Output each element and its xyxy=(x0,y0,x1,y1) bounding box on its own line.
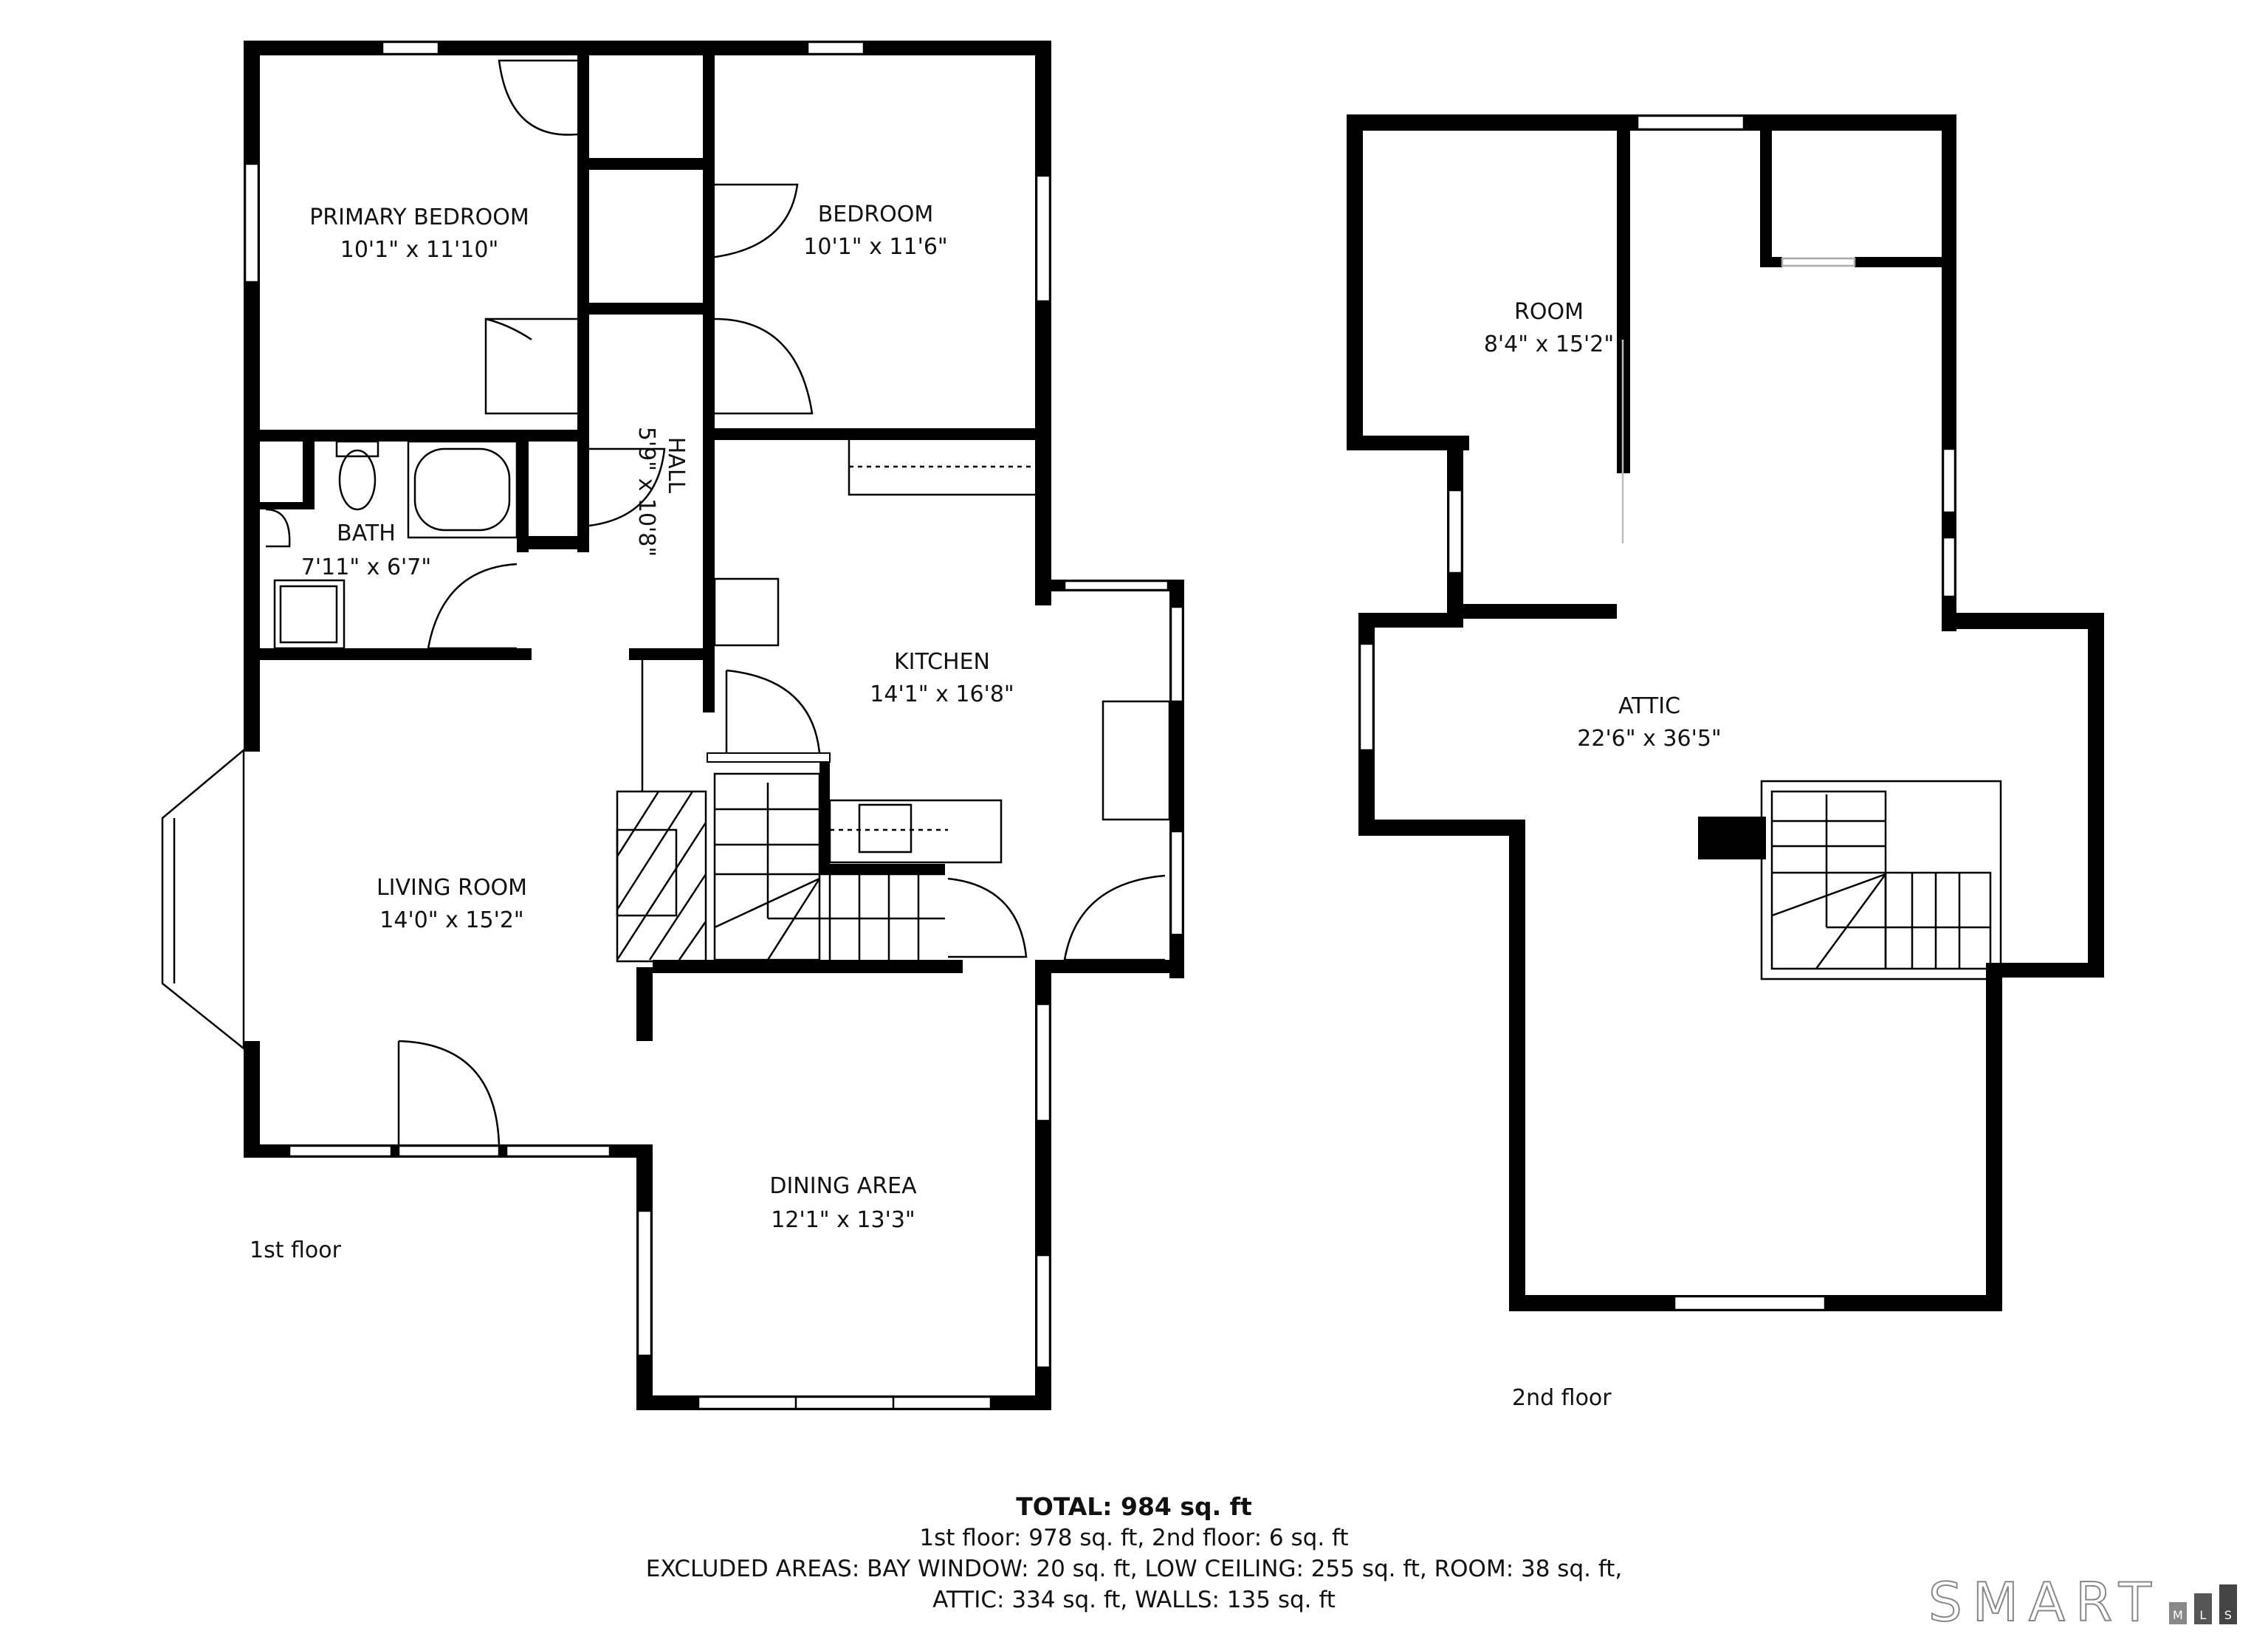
total-area: TOTAL: 984 sq. ft xyxy=(1016,1492,1252,1521)
logo-box-l: L xyxy=(2193,1593,2212,1624)
floor-label-1st: 1st floor xyxy=(250,1237,341,1263)
excluded-areas-line-1: EXCLUDED AREAS: BAY WINDOW: 20 sq. ft, L… xyxy=(645,1556,1623,1582)
room-name-attic: ATTIC xyxy=(1618,693,1680,719)
room-dims-primary-bedroom: 10'1" x 11'10" xyxy=(340,237,499,263)
room-name-room: ROOM xyxy=(1514,299,1584,325)
floor-areas: 1st floor: 978 sq. ft, 2nd floor: 6 sq. … xyxy=(919,1525,1349,1551)
room-name-bath: BATH xyxy=(337,521,396,546)
excluded-areas-line-2: ATTIC: 334 sq. ft, WALLS: 135 sq. ft xyxy=(932,1587,1336,1613)
room-name-kitchen: KITCHEN xyxy=(894,649,990,675)
room-dims-bath: 7'11" x 6'7" xyxy=(301,554,431,580)
room-name-bedroom: BEDROOM xyxy=(818,202,934,227)
first-floor-fixtures xyxy=(161,41,1184,1410)
smart-mls-logo: SMART M L S xyxy=(1928,1571,2237,1633)
second-floor-fixtures xyxy=(1358,114,2002,1311)
room-dims-living-room: 14'0" x 15'2" xyxy=(379,907,523,933)
logo-box-s: S xyxy=(2219,1584,2237,1624)
second-floor-plan xyxy=(1347,114,2104,1311)
logo-wordmark: SMART xyxy=(1928,1571,2162,1633)
area-summary: TOTAL: 984 sq. ft 1st floor: 978 sq. ft,… xyxy=(0,1491,2268,1615)
room-name-primary-bedroom: PRIMARY BEDROOM xyxy=(309,205,529,230)
room-dims-bedroom: 10'1" x 11'6" xyxy=(803,234,947,260)
room-name-dining-area: DINING AREA xyxy=(769,1173,917,1199)
room-dims-attic: 22'6" x 36'5" xyxy=(1577,726,1721,752)
room-name-hall: HALL xyxy=(663,437,689,494)
floor-label-2nd: 2nd floor xyxy=(1512,1385,1612,1411)
room-dims-dining-area: 12'1" x 13'3" xyxy=(771,1207,915,1233)
room-dims-kitchen: 14'1" x 16'8" xyxy=(870,681,1014,707)
room-dims-room: 8'4" x 15'2" xyxy=(1484,332,1614,357)
room-name-living-room: LIVING ROOM xyxy=(377,875,527,901)
room-labels: PRIMARY BEDROOM 10'1" x 11'10" BEDROOM 1… xyxy=(301,202,1722,1233)
room-dims-hall: 5'9" x 10'8" xyxy=(633,427,659,557)
logo-box-m: M xyxy=(2168,1602,2187,1624)
